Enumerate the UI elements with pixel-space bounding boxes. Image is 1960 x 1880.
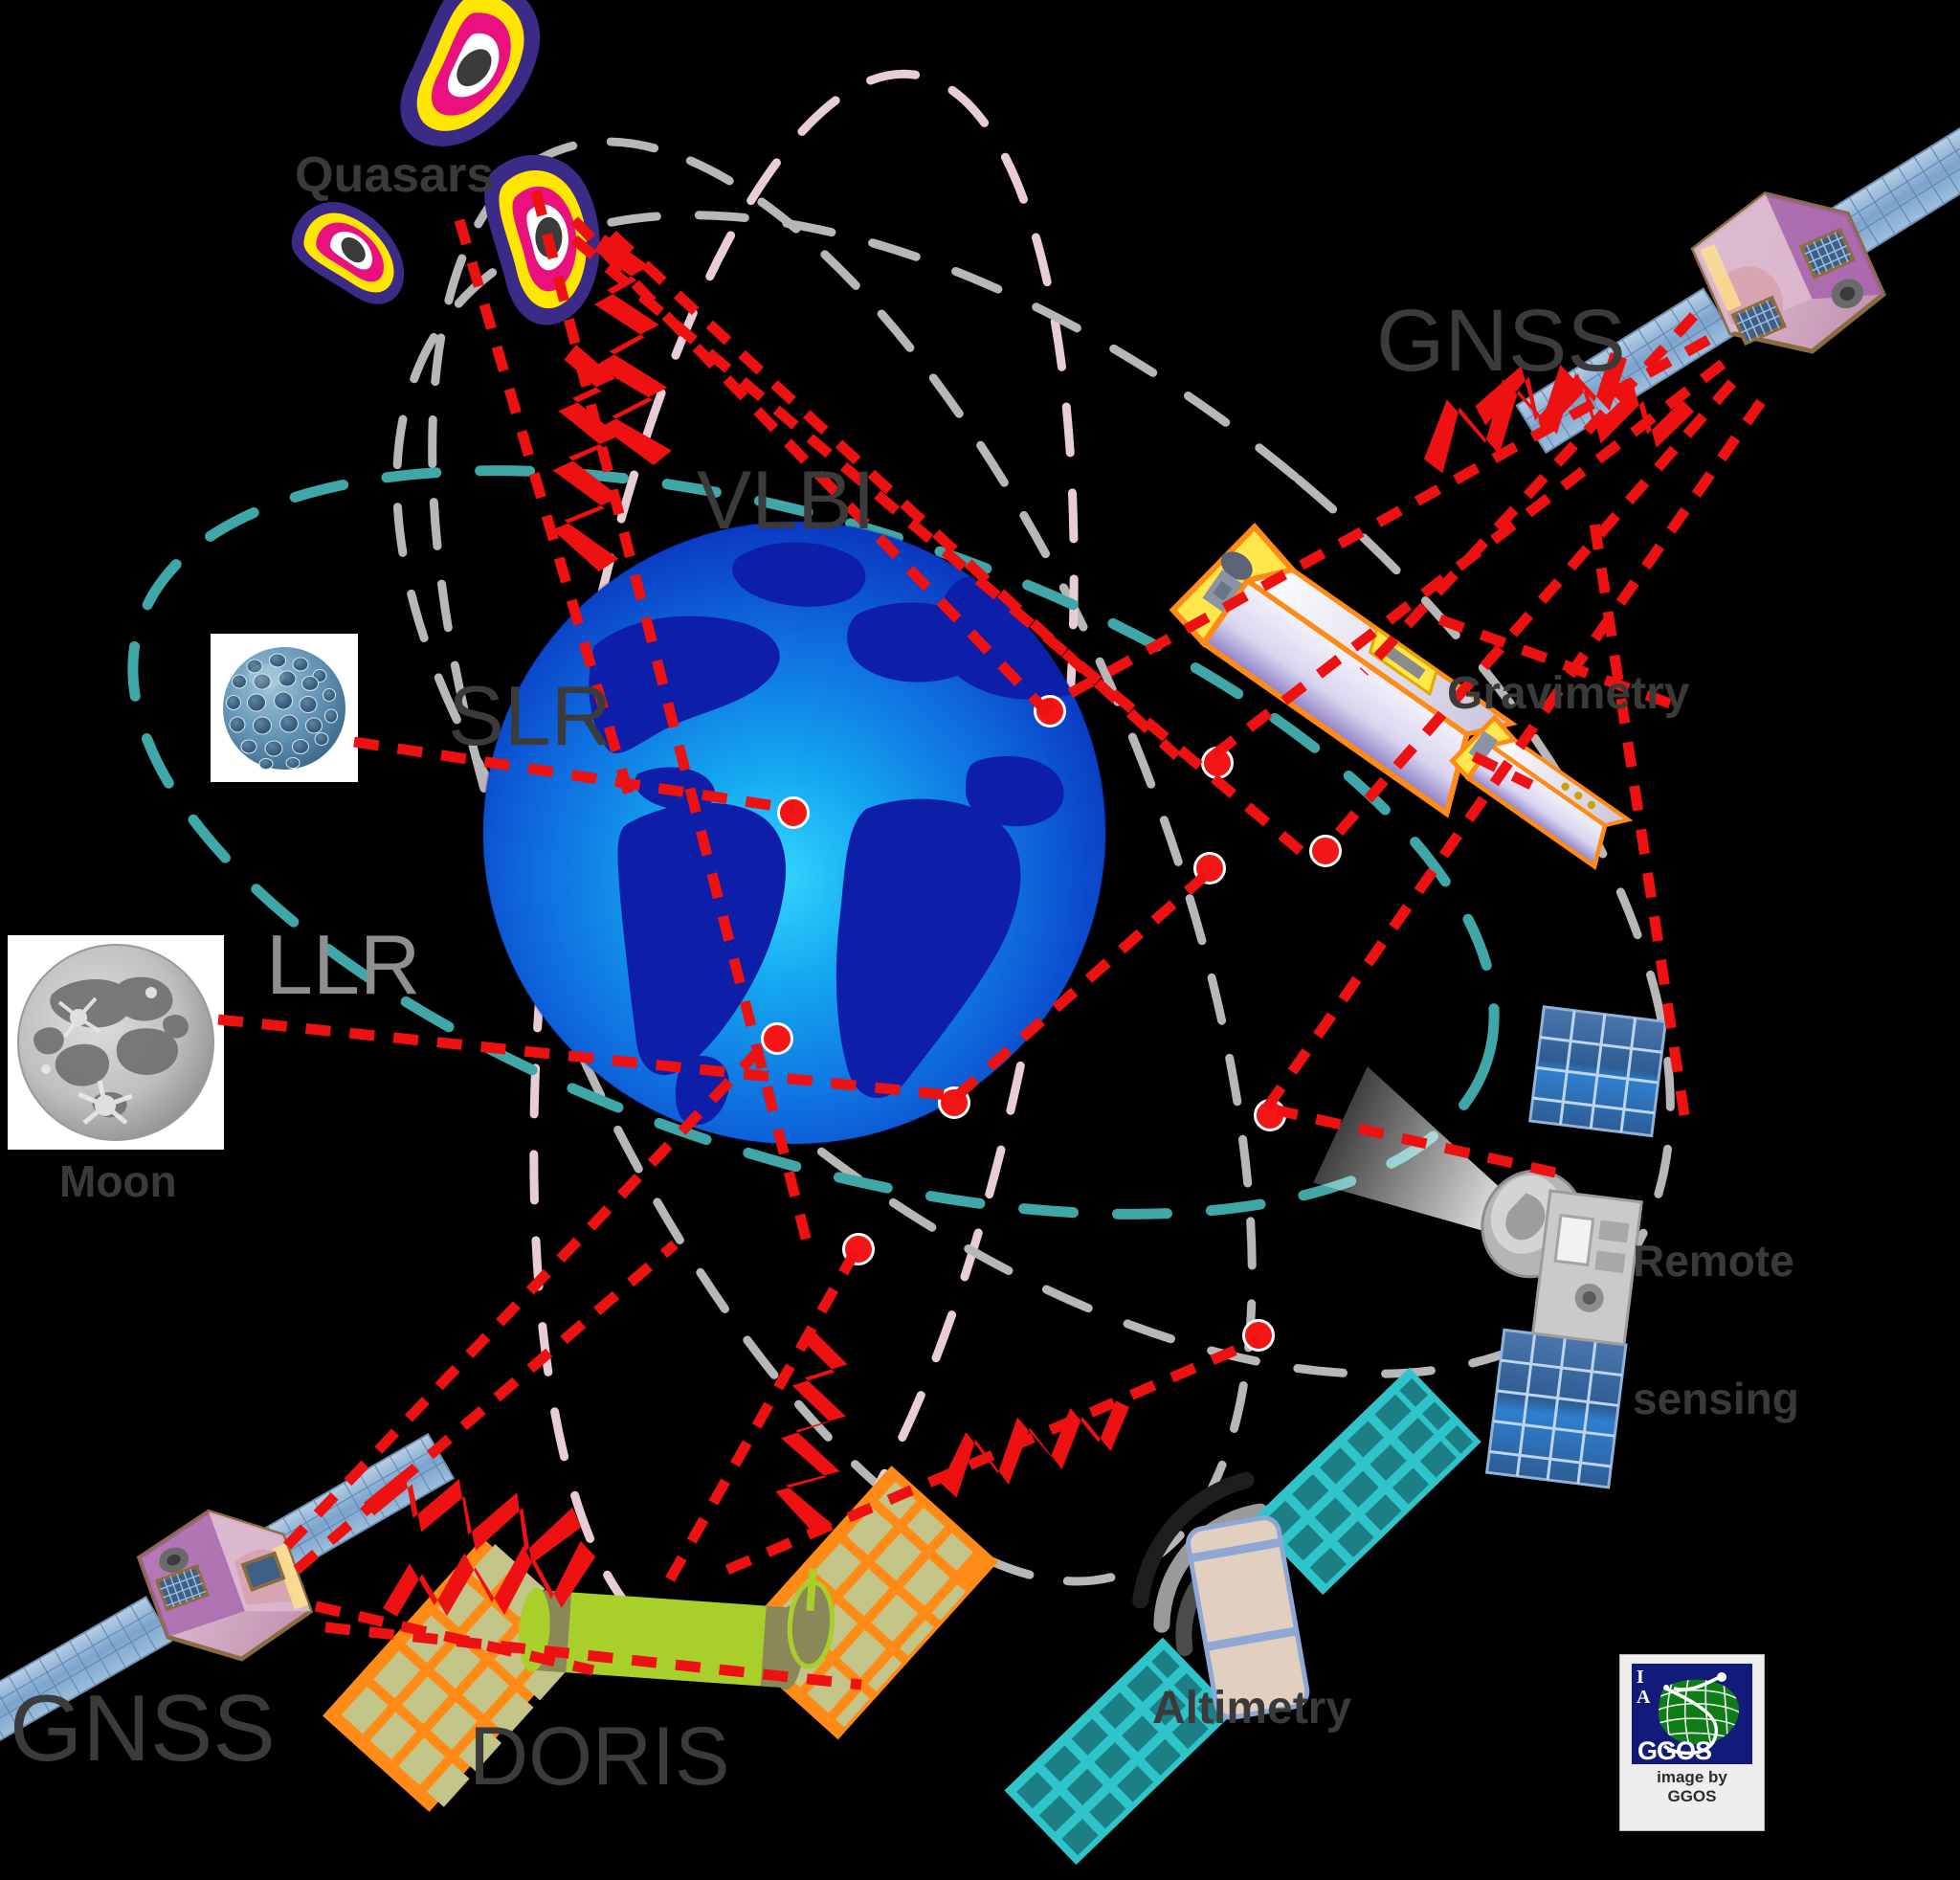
ground-station-marker (842, 1233, 875, 1265)
label-remote-sensing: Remote sensing (1633, 1145, 1799, 1514)
signal-zigzag (383, 1540, 596, 1617)
quasar-icon (400, 0, 541, 147)
signal-zigzag (1475, 365, 1694, 448)
orbit-teal (127, 465, 1500, 1220)
signal-burst-group (364, 235, 1694, 1617)
ground-station-marker (1242, 1319, 1275, 1352)
slr-link (353, 736, 795, 815)
ggos-wordmark: GGOS (1637, 1736, 1712, 1764)
gravimetry-link (1471, 751, 1534, 790)
llr-link (217, 1014, 958, 1102)
llr-link (953, 862, 1219, 1101)
gnss-link (1040, 335, 1711, 713)
doris-link (665, 1246, 861, 1582)
ground-station-marker (761, 1022, 793, 1055)
label-llr: LLR (266, 917, 421, 1012)
ggos-caption: image by GGOS (1657, 1768, 1727, 1806)
slr-satellite-photo (211, 634, 358, 782)
signal-zigzag (364, 1469, 582, 1564)
gnss-link (314, 1600, 595, 1676)
label-gravimetry: Gravimetry (1447, 668, 1690, 719)
gravimetry-satellite-small (1449, 714, 1634, 871)
gnss-link (324, 1622, 862, 1690)
label-doris: DORIS (469, 1711, 730, 1802)
gnss-link (1205, 359, 1726, 764)
gnss-link (283, 1040, 769, 1550)
label-moon: Moon (59, 1156, 177, 1206)
gnss-link (1325, 379, 1737, 846)
ground-station-marker (1309, 835, 1342, 867)
slr-sphere-icon (211, 634, 358, 782)
ggos-caption-line1: image by (1657, 1768, 1727, 1786)
label-slr: SLR (448, 668, 612, 763)
quasar-icon (484, 154, 600, 325)
gnss-link (1359, 312, 1699, 676)
gnss-link (293, 1240, 679, 1575)
ground-station-marker (1193, 852, 1226, 884)
signal-zigzag (552, 345, 621, 571)
moon-icon (8, 935, 224, 1150)
remote-sensing-link (1588, 516, 1690, 1116)
ggos-globe-icon (1658, 1672, 1740, 1756)
label-vlbi: VLBI (697, 455, 876, 547)
signal-zigzag (775, 1331, 848, 1534)
signal-zigzag (594, 235, 672, 466)
gravimetry-link (1419, 607, 1672, 709)
quasar-icon (291, 201, 405, 304)
label-quasars: Quasars (295, 147, 495, 203)
label-remote-sensing-line2: sensing (1633, 1374, 1799, 1424)
remote-sensing-link (1276, 1105, 1557, 1178)
label-altimetry: Altimetry (1152, 1683, 1352, 1734)
label-remote-sensing-line1: Remote (1633, 1235, 1794, 1286)
signal-zigzag (1423, 351, 1627, 474)
ggos-caption-line2: GGOS (1667, 1787, 1717, 1805)
vlbi-link (609, 230, 1181, 761)
moon-photo (8, 935, 224, 1150)
label-gnss-bottom: GNSS (10, 1675, 276, 1780)
vlbi-link (454, 218, 637, 806)
label-gnss-top: GNSS (1376, 292, 1626, 390)
gnss-link (1260, 398, 1766, 1114)
